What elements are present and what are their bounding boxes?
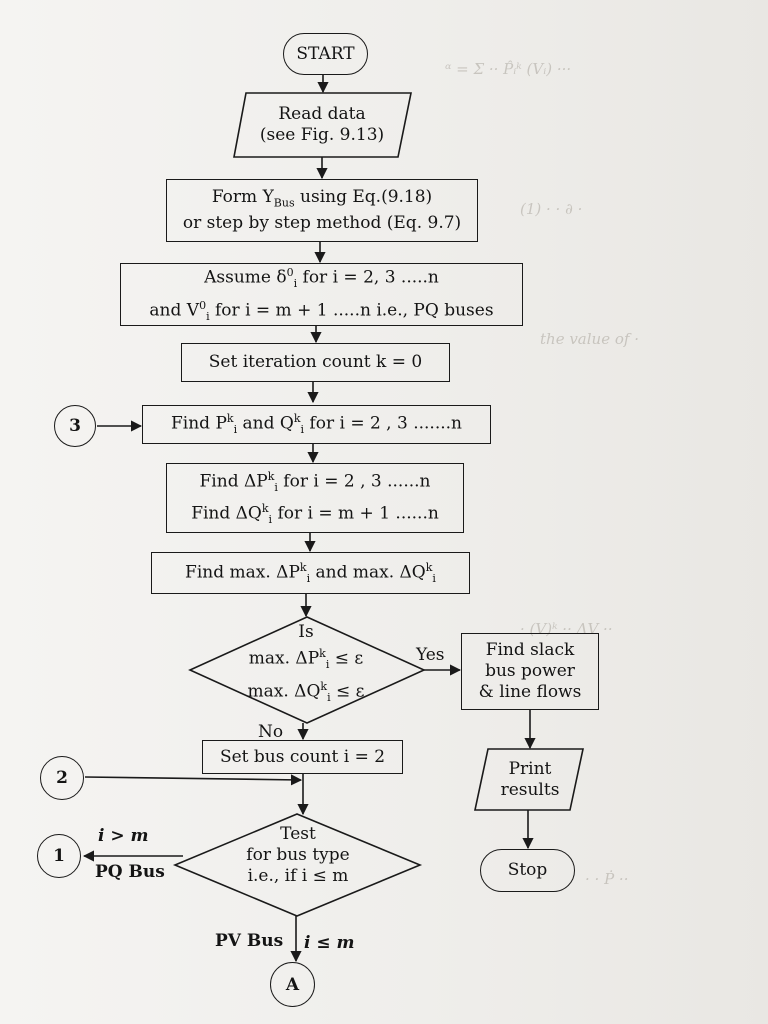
bleed-through: ᵅ = Σ ·· P̂ᵢᵏ (Vᵢ) ···	[445, 60, 572, 78]
print-parallelogram	[474, 748, 584, 811]
read-data-text: Read data (see Fig. 9.13)	[259, 104, 385, 145]
set-bus-count-box: Set bus count i = 2	[202, 740, 403, 774]
print-results-text: Print results	[500, 759, 560, 800]
decision-converged	[188, 616, 426, 724]
pq-bus-label: PQ Bus	[95, 862, 165, 882]
slack-power-box: Find slack bus power & line flows	[461, 633, 599, 710]
find-pq-box: Find Pki and Qki for i = 2 , 3 .......n	[142, 405, 491, 444]
arrow-c2	[84, 774, 303, 786]
i-gt-m-label: i > m	[98, 826, 149, 846]
form-ybus-box: Form YBus using Eq.(9.18) or step by ste…	[166, 179, 478, 242]
decision-bus-type-text: Test for bus type i.e., if i ≤ m	[246, 824, 350, 886]
bleed-through: · · Ṗ ··	[585, 870, 629, 888]
find-delta-box: Find ΔPki for i = 2 , 3 ......n Find ΔQk…	[166, 463, 464, 533]
form-ybus-line1: Form YBus using Eq.(9.18)	[211, 186, 433, 210]
connector-2: 2	[40, 756, 84, 800]
connector-1: 1	[37, 834, 81, 878]
bleed-through: the value of ·	[540, 330, 639, 348]
pv-bus-label: PV Bus	[215, 931, 284, 951]
stop-terminal: Stop	[480, 849, 575, 892]
decision-bus-type	[172, 813, 423, 917]
bleed-through: (1) · · ∂ ·	[520, 200, 583, 218]
assume-box: Assume δ0i for i = 2, 3 .....n and V0i f…	[120, 263, 523, 326]
assume-line1: Assume δ0i for i = 2, 3 .....n	[204, 266, 439, 291]
set-iteration-box: Set iteration count k = 0	[181, 343, 450, 382]
yes-label: Yes	[416, 645, 445, 665]
connector-3: 3	[54, 405, 96, 447]
read-data-parallelogram	[233, 92, 412, 158]
find-max-box: Find max. ΔPki and max. ΔQki	[151, 552, 470, 594]
no-label: No	[258, 722, 284, 742]
decision-converged-text: Is max. ΔPki ≤ ε max. ΔQki ≤ ε	[247, 622, 365, 705]
start-terminal: START	[283, 33, 368, 75]
i-le-m-label: i ≤ m	[304, 933, 355, 953]
connector-a: A	[270, 962, 315, 1007]
assume-line2: and V0i for i = m + 1 .....n i.e., PQ bu…	[149, 298, 494, 323]
form-ybus-line2: or step by step method (Eq. 9.7)	[182, 213, 462, 234]
